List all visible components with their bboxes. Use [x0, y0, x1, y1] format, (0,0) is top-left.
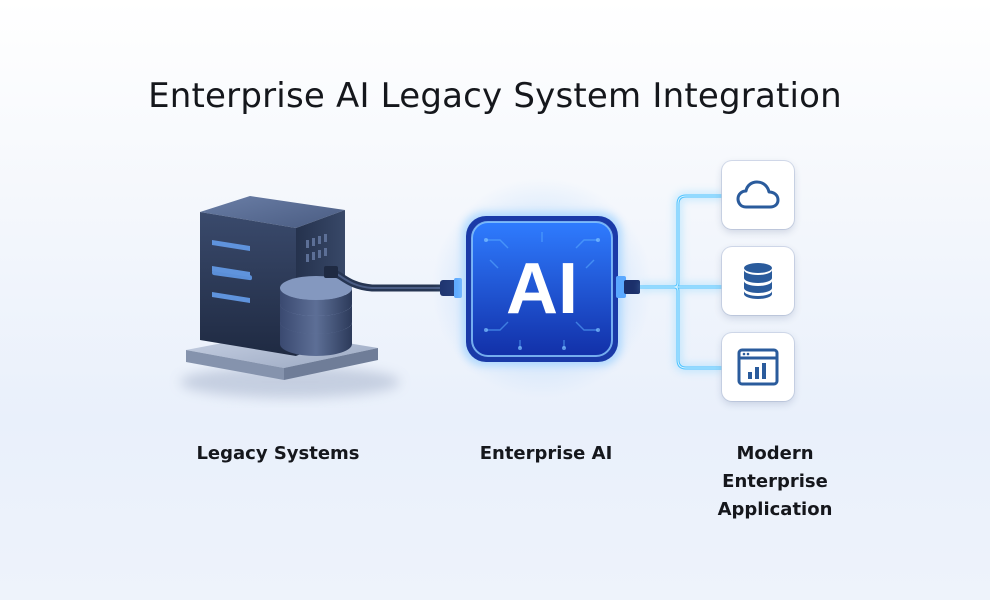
dashboard-chart-icon	[737, 348, 779, 386]
modern-enterprise-application-label: Modern Enterprise Application	[680, 440, 870, 524]
dashboard-app-card	[722, 333, 794, 401]
modern-connector-lines	[616, 191, 722, 373]
legacy-server-icon	[180, 196, 400, 398]
ai-chip-text: AI	[506, 249, 578, 329]
page-title: Enterprise AI Legacy System Integration	[148, 76, 842, 116]
legacy-systems-label: Legacy Systems	[196, 443, 360, 464]
modern-label-line-3: Application	[717, 499, 833, 520]
cloud-icon	[736, 180, 780, 209]
cloud-app-card	[722, 161, 794, 229]
database-app-card	[722, 247, 794, 315]
enterprise-ai-label: Enterprise AI	[479, 443, 613, 464]
modern-label-line-1: Modern	[736, 443, 814, 464]
database-icon	[744, 263, 772, 299]
ai-chip-icon: AI	[432, 178, 652, 398]
modern-label-line-2: Enterprise	[722, 471, 828, 492]
